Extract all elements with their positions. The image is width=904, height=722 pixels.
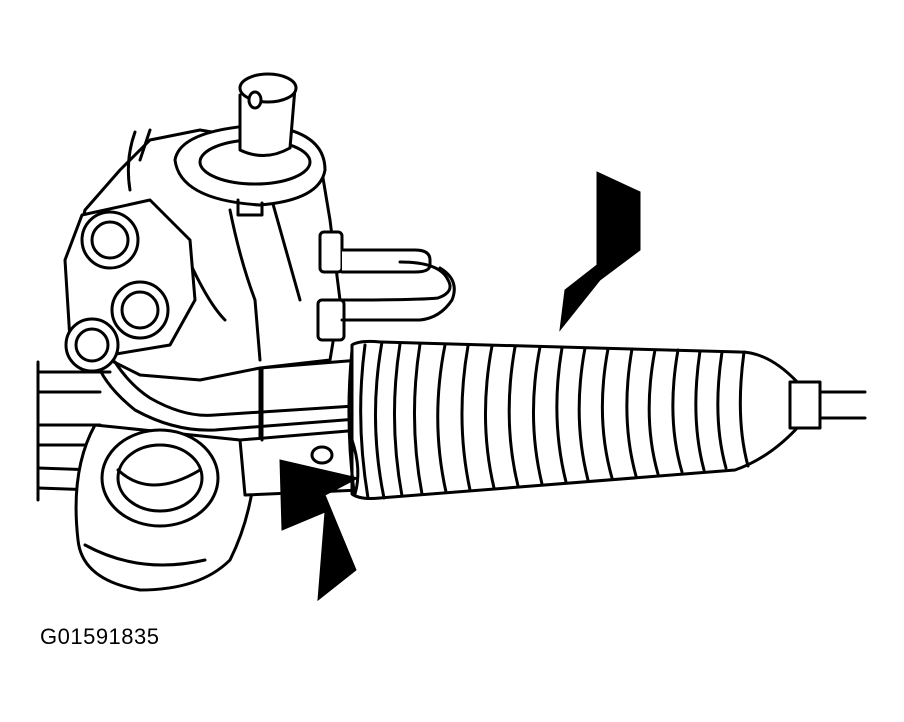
rack-tube-left	[36, 360, 112, 502]
lower-housing	[74, 423, 257, 592]
hydraulic-line-upper	[316, 230, 456, 342]
port-block	[63, 198, 197, 373]
bellows-boot	[347, 339, 802, 500]
lower-arrow-icon	[279, 459, 360, 602]
input-shaft	[173, 72, 327, 217]
tie-rod	[788, 380, 867, 430]
upper-arrow-icon	[559, 171, 641, 332]
figure-id-label: G01591835	[40, 624, 160, 649]
